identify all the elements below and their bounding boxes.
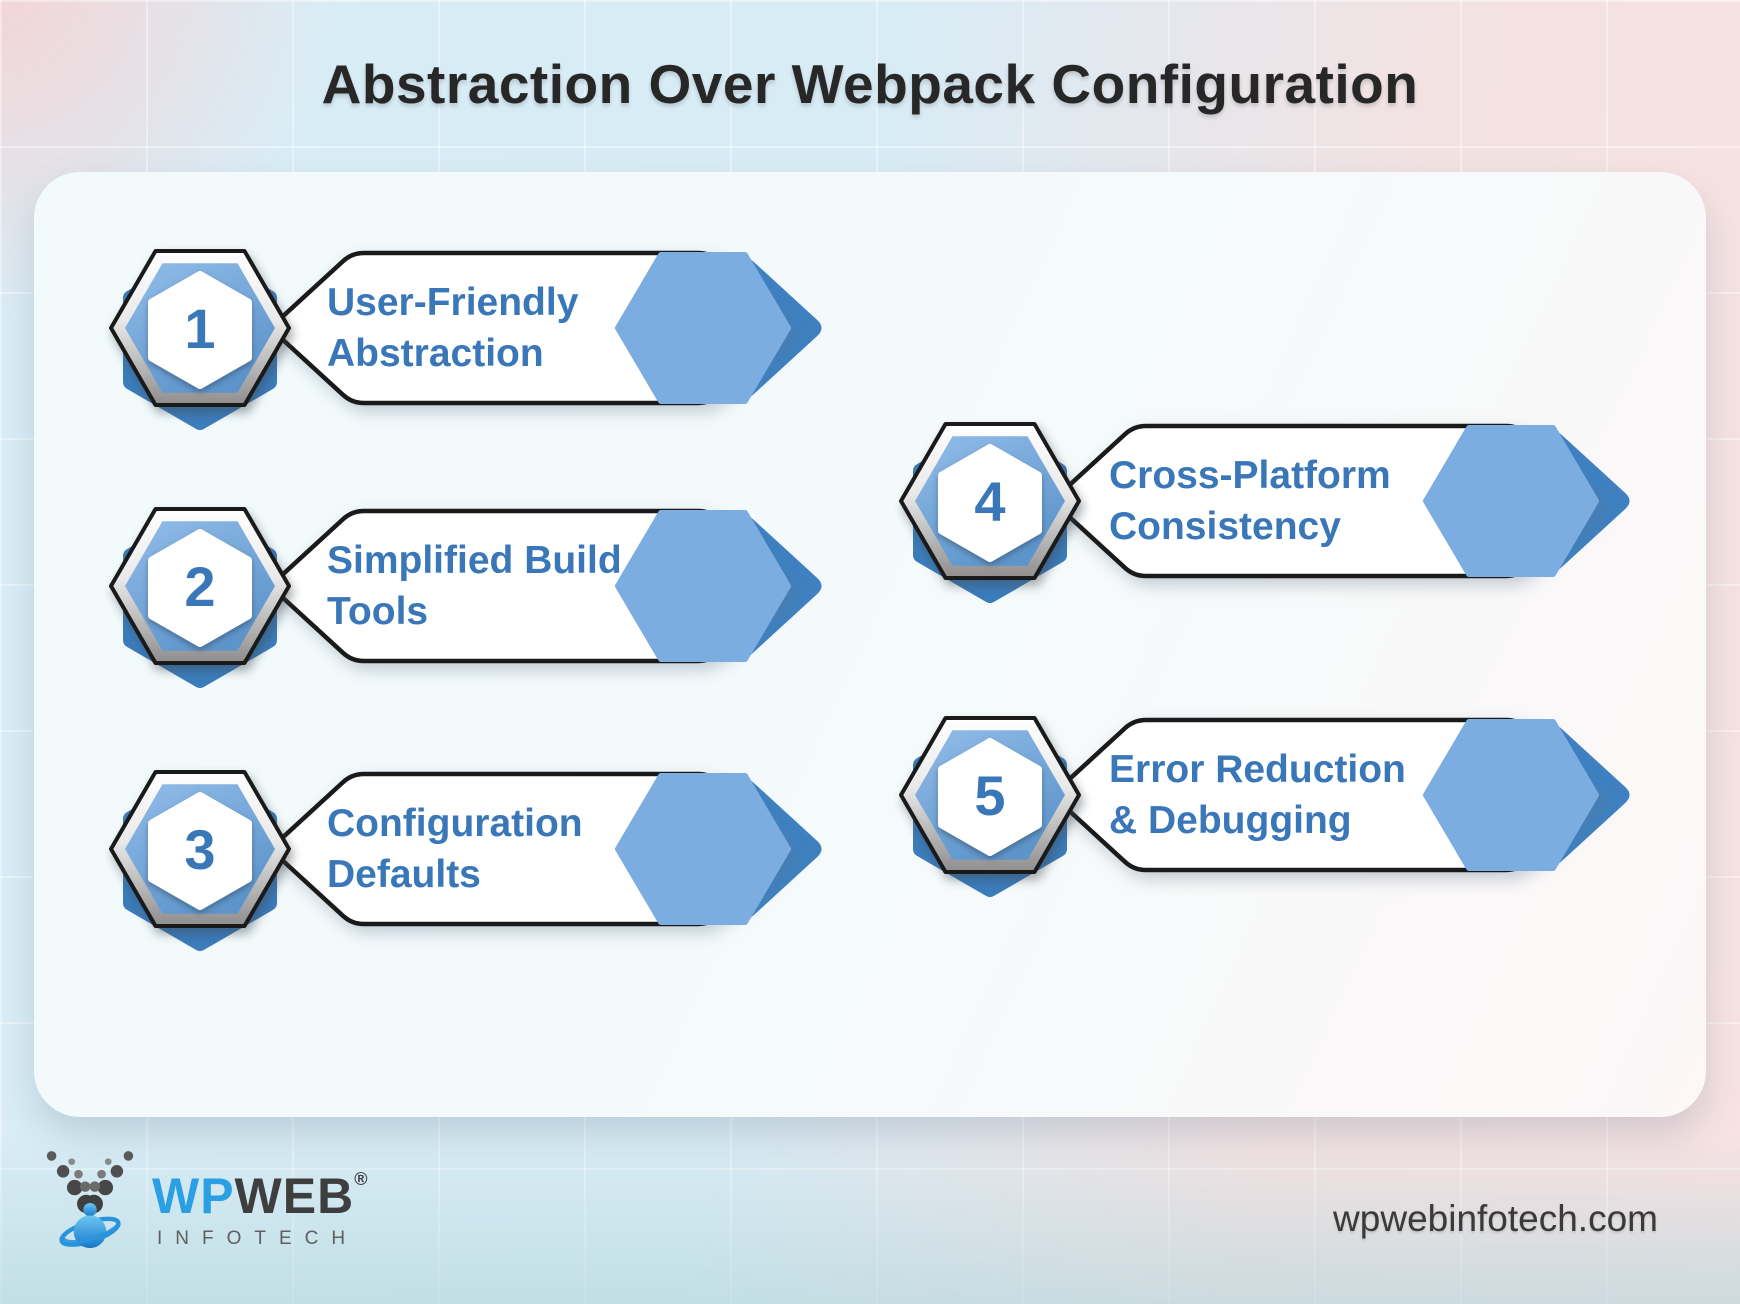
wpweb-logo: WPWEB® INFOTECH [42, 1146, 368, 1258]
brand-tagline: INFOTECH [157, 1228, 359, 1249]
registered-mark: ® [354, 1169, 369, 1189]
step-5-shapes [899, 716, 1630, 897]
badge-white-hexagon [148, 529, 252, 647]
hexagon-accent-icon [1423, 425, 1599, 577]
hexagon-accent-icon [615, 773, 791, 925]
step-item-2: 2 Simplified Build Tools [100, 486, 880, 688]
step-badge [899, 716, 1081, 897]
step-label-line1: Simplified Build [327, 539, 622, 582]
step-label-line1: Error Reduction [1109, 748, 1406, 791]
step-2-shapes [109, 507, 822, 688]
hexagon-accent-icon [615, 252, 791, 404]
step-label-line1: Configuration [327, 802, 583, 845]
badge-white-hexagon [938, 738, 1042, 856]
step-3-shapes [109, 770, 822, 951]
step-4-shapes [899, 422, 1630, 603]
badge-number: 5 [974, 764, 1006, 827]
step-label-line2: Consistency [1109, 505, 1341, 548]
badge-white-hexagon [938, 444, 1042, 562]
brand-wp: WP [152, 1168, 235, 1224]
step-label: Configuration Defaults [327, 749, 657, 949]
badge-number: 1 [184, 297, 216, 360]
badge-number: 2 [184, 555, 216, 618]
step-label-line2: Tools [327, 590, 429, 633]
badge-number: 4 [974, 470, 1006, 533]
hexagon-accent-icon [1423, 719, 1599, 871]
step-item-4: 4 Cross-Platform Consistency [890, 401, 1670, 603]
wpweb-logo-text: WPWEB® INFOTECH [152, 1146, 368, 1250]
step-1-shapes [109, 249, 822, 430]
website-url: wpwebinfotech.com [1333, 1198, 1658, 1239]
wpweb-logo-icon [46, 1151, 134, 1249]
badge-white-hexagon [148, 271, 252, 389]
brand-web: WEB [234, 1168, 355, 1224]
step-item-5: 5 Error Reduction & Debugging [890, 695, 1670, 897]
step-item-1: 1 User-Friendly Abstraction [100, 228, 880, 430]
step-item-3: 3 Configuration Defaults [100, 749, 880, 951]
page-title: Abstraction Over Webpack Configuration [321, 53, 1419, 115]
step-label-line1: User-Friendly [327, 281, 579, 324]
step-label: Cross-Platform Consistency [1109, 401, 1489, 601]
step-badge [109, 770, 291, 951]
step-label-line2: Abstraction [327, 332, 544, 375]
brand-name: WPWEB® [152, 1152, 368, 1223]
step-badge [109, 507, 291, 688]
step-label-line2: Defaults [327, 853, 481, 896]
step-badge [899, 422, 1081, 603]
hexagon-accent-icon [615, 510, 791, 662]
badge-white-hexagon [148, 792, 252, 910]
step-label-line2: & Debugging [1109, 799, 1352, 842]
step-label: Simplified Build Tools [327, 486, 657, 686]
step-label: Error Reduction & Debugging [1109, 695, 1489, 895]
step-badge [109, 249, 291, 430]
badge-number: 3 [184, 818, 216, 881]
step-label-line1: Cross-Platform [1109, 454, 1391, 497]
content-card: 1 User-Friendly Abstraction 2 Simplified… [34, 172, 1706, 1117]
step-label: User-Friendly Abstraction [327, 228, 657, 428]
